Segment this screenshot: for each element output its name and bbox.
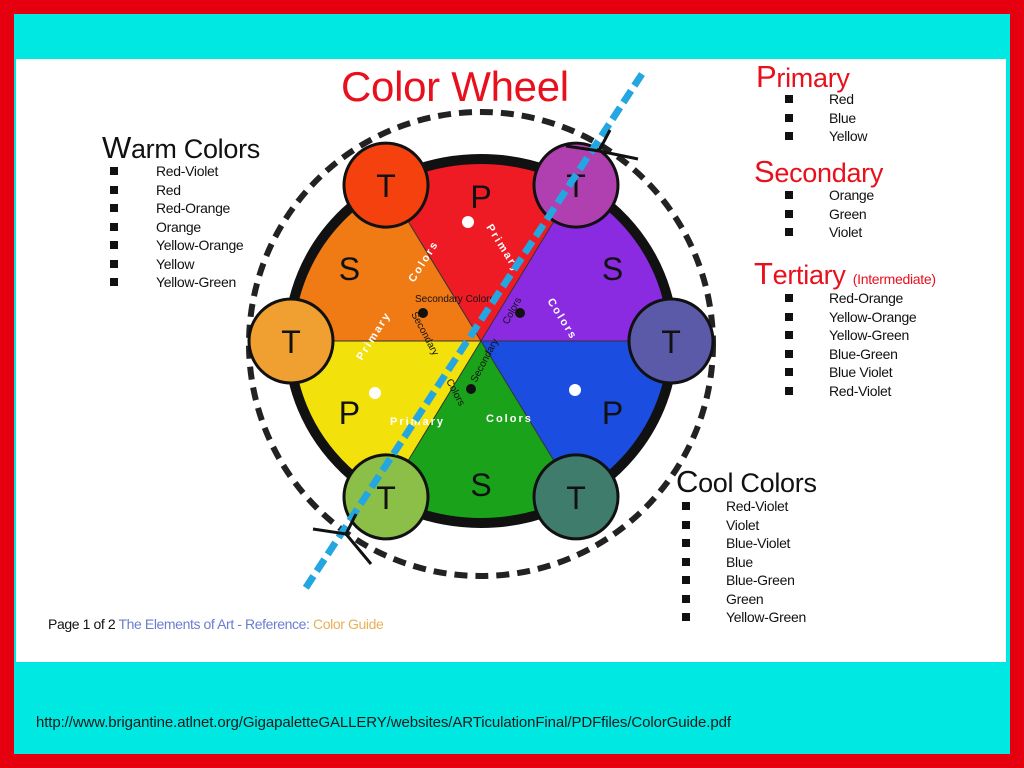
list-item: Violet bbox=[785, 223, 874, 242]
list-item: Orange bbox=[785, 187, 874, 203]
cool-colors-list: Red-Violet Violet Blue-Violet Blue Blue-… bbox=[682, 497, 806, 627]
page-footer: Page 1 of 2 The Elements of Art - Refere… bbox=[48, 616, 384, 632]
list-item: Blue-Green bbox=[682, 571, 806, 590]
list-item: Yellow-Orange bbox=[784, 308, 917, 325]
tertiary-letter: T bbox=[566, 480, 586, 516]
tertiary-circle bbox=[342, 141, 430, 229]
tertiary-circle bbox=[532, 453, 620, 541]
tertiary-letter: T bbox=[376, 168, 396, 204]
list-item: Red bbox=[784, 90, 867, 109]
list-item: Blue bbox=[682, 553, 806, 572]
list-item: Blue-Violet bbox=[682, 534, 806, 553]
secondary-heading: Secondary bbox=[754, 154, 884, 189]
warm-colors-heading: Warm Colors bbox=[102, 130, 260, 165]
list-item: Red-Orange bbox=[109, 199, 243, 218]
primary-list: Red Blue Yellow bbox=[784, 90, 868, 146]
footer-guide: Color Guide bbox=[313, 616, 384, 632]
tertiary-letter: T bbox=[376, 480, 396, 516]
label-colors-bottom: Colors bbox=[486, 413, 533, 425]
list-item: Yellow-Green bbox=[682, 609, 806, 625]
list-item: Yellow bbox=[784, 128, 868, 144]
footer-series: The Elements of Art - Reference: bbox=[118, 616, 310, 632]
cool-colors-heading: Cool Colors bbox=[676, 464, 817, 499]
label-secondary-colors: Secondary Colors bbox=[415, 294, 494, 305]
sector-letter: P bbox=[339, 395, 360, 431]
list-item: Green bbox=[785, 205, 874, 224]
secondary-dot bbox=[466, 384, 476, 394]
sector-letter: P bbox=[470, 179, 491, 215]
secondary-dot bbox=[418, 308, 428, 318]
list-item: Red-Violet bbox=[109, 162, 243, 181]
arrow-icon bbox=[565, 129, 639, 161]
page-title: Color Wheel bbox=[341, 63, 569, 110]
list-item: Violet bbox=[682, 516, 806, 535]
complement-axis bbox=[302, 72, 645, 591]
primary-dot bbox=[369, 387, 381, 399]
tertiary-circle bbox=[627, 297, 715, 385]
tertiary-circle bbox=[247, 297, 335, 385]
primary-heading: Primary bbox=[756, 59, 850, 94]
primary-dot bbox=[569, 384, 581, 396]
secondary-list: Orange Green Violet bbox=[785, 186, 874, 242]
tertiary-letter: T bbox=[661, 324, 681, 360]
primary-dot bbox=[462, 216, 474, 228]
sector-letter: S bbox=[602, 251, 623, 287]
list-item: Yellow-Green bbox=[109, 273, 243, 292]
list-item: Green bbox=[682, 590, 806, 609]
list-item: Orange bbox=[109, 218, 243, 237]
footer-page: Page 1 of 2 bbox=[48, 616, 116, 632]
list-item: Blue bbox=[784, 109, 867, 128]
list-item: Red-Violet bbox=[784, 382, 916, 401]
list-item: Red-Violet bbox=[682, 497, 806, 516]
tertiary-note: (Intermediate) bbox=[852, 271, 936, 287]
tertiary-circle bbox=[532, 141, 620, 229]
sector-letter: S bbox=[339, 251, 360, 287]
list-item: Blue-Green bbox=[784, 345, 916, 364]
arrow-icon bbox=[312, 513, 373, 565]
list-item: Yellow bbox=[109, 255, 243, 274]
sector-letters: P S P S P S bbox=[339, 179, 624, 503]
list-item: Red bbox=[109, 181, 243, 200]
list-item: Yellow-Green bbox=[784, 326, 916, 345]
tertiary-letter: T bbox=[281, 324, 301, 360]
tertiary-list: Red-Orange Yellow-Orange Yellow-Green Bl… bbox=[784, 289, 917, 401]
source-url: http://www.brigantine.atlnet.org/Gigapal… bbox=[36, 714, 731, 731]
wheel-sector bbox=[386, 161, 576, 341]
sector-letter: S bbox=[470, 467, 491, 503]
secondary-dot bbox=[515, 308, 525, 318]
list-item: Yellow-Orange bbox=[109, 237, 244, 253]
warm-colors-list: Red-Violet Red Red-Orange Orange Yellow-… bbox=[109, 162, 244, 292]
list-item: Blue Violet bbox=[784, 363, 916, 382]
sector-letter: P bbox=[602, 395, 623, 431]
wheel-sector bbox=[386, 341, 576, 521]
list-item: Red-Orange bbox=[784, 289, 916, 308]
tertiary-heading: Tertiary (Intermediate) bbox=[754, 256, 936, 291]
tertiary-circle bbox=[342, 453, 430, 541]
label-primary-bottom: Primary bbox=[390, 416, 445, 428]
